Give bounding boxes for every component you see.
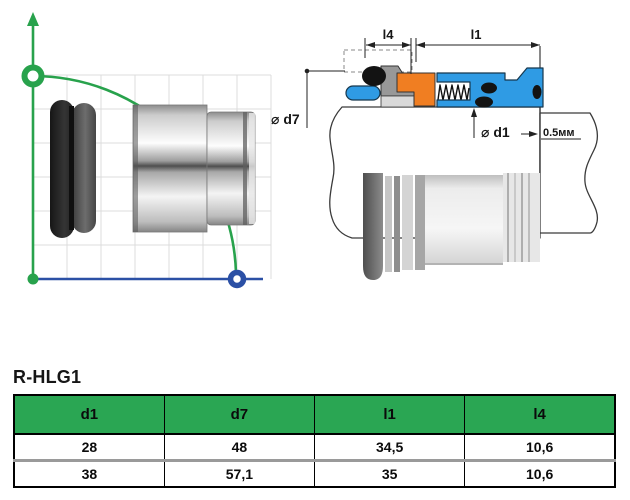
- dia-label-d1: ⌀ d1: [481, 124, 510, 140]
- dimensions: [304, 38, 581, 140]
- spring-icon: [437, 84, 470, 101]
- blue-marker-icon: [227, 269, 247, 289]
- primary-seal-face: [396, 72, 436, 107]
- cell-d7: 48: [163, 434, 316, 461]
- col-header-d7: d7: [163, 394, 316, 435]
- origin-dot-icon: [27, 273, 39, 285]
- o-ring-icon: [362, 66, 386, 86]
- cell-d1: 28: [13, 434, 165, 461]
- dimensions-table: d1 d7 l1 l4 28 48 34,5 10,6 38 57,1 35 1…: [13, 394, 616, 488]
- cell-l4: 10,6: [464, 459, 616, 487]
- cell-l1: 34,5: [313, 434, 466, 461]
- cell-d7: 57,1: [163, 459, 316, 487]
- col-header-l1: l1: [313, 394, 466, 435]
- axis-arrow-up-icon: [27, 12, 39, 26]
- cell-l1: 35: [313, 459, 466, 487]
- col-header-l4: l4: [464, 394, 616, 435]
- seat-base: [380, 95, 415, 108]
- photo-panel: [21, 12, 272, 289]
- table-header-row: d1 d7 l1 l4: [13, 394, 616, 435]
- col-header-d1: d1: [13, 394, 165, 435]
- dia-label-d7: ⌀ d7: [271, 111, 300, 127]
- gland-dashed-outline: [343, 49, 413, 73]
- cross-section-drawing: l4 l1 ⌀ d7 ⌀ d1 0.5мм: [271, 27, 599, 280]
- dim-label-l1: l1: [471, 27, 482, 42]
- o-ring-icon: [475, 96, 493, 108]
- metal-seat-photo: [132, 104, 256, 233]
- green-marker-icon: [21, 64, 45, 88]
- dim-label-l4: l4: [383, 27, 395, 42]
- seal-unit-photo: [363, 173, 540, 280]
- step-label: 0.5мм: [543, 127, 575, 139]
- cell-l4: 10,6: [464, 434, 616, 461]
- seat-elastomer-ring: [345, 85, 381, 101]
- rubber-bellows-photo: [50, 100, 96, 238]
- table-row: 28 48 34,5 10,6: [13, 434, 616, 461]
- technical-drawing: l4 l1 ⌀ d7 ⌀ d1 0.5мм: [21, 12, 599, 289]
- cell-d1: 38: [13, 459, 165, 487]
- o-ring-icon: [481, 82, 497, 94]
- product-title: R-HLG1: [13, 367, 82, 387]
- shaft-right: [539, 112, 599, 234]
- measure-axes: [21, 12, 263, 289]
- o-ring-icon: [532, 85, 542, 99]
- table-row: 38 57,1 35 10,6: [13, 459, 616, 487]
